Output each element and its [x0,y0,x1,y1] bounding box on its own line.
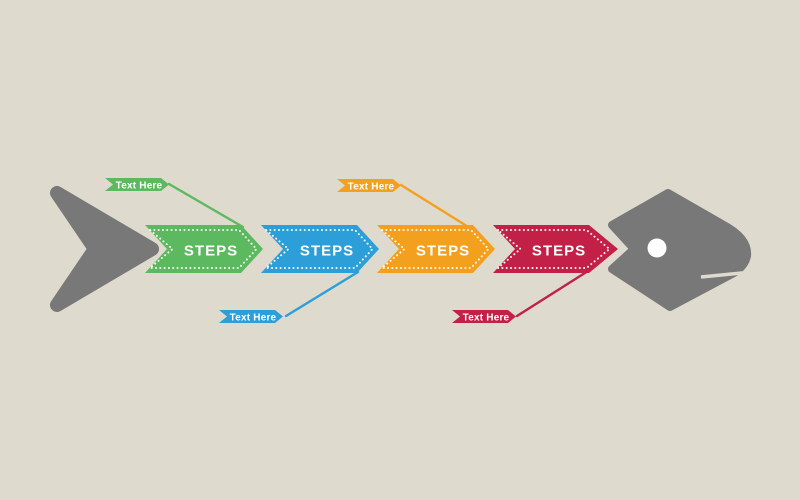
step-chevron-1-shape [145,225,263,273]
step-chevron-2-shape [261,225,379,273]
step-chevron-1: STEPS [145,225,263,273]
tag-step-1-ribbon [105,178,169,191]
tag-step-1-label: Text Here [116,180,163,191]
tag-step-2-ribbon [219,310,283,323]
step-chevron-2: STEPS [261,225,379,273]
connector-step-1 [167,182,245,229]
tag-step-4-ribbon [452,310,516,323]
connector-step-4 [515,269,590,318]
tag-step-4-label: Text Here [463,312,510,323]
step-label-1: STEPS [184,243,238,260]
tag-step-1: Text Here [105,178,169,191]
step-chevron-4-shape [493,225,618,273]
tag-step-3: Text Here [337,179,401,192]
fish-eye [647,238,667,258]
tag-step-3-label: Text Here [348,181,395,192]
connector-step-2 [284,270,360,318]
fish-head [608,189,753,311]
step-label-3: STEPS [416,243,470,260]
tag-step-4: Text Here [452,310,516,323]
fish-mouth-line [700,270,753,279]
tag-step-3-ribbon [337,179,401,192]
step-chevron-3: STEPS [377,225,495,273]
tag-connectors [167,182,590,318]
tag-step-2: Text Here [219,310,283,323]
connector-step-3 [399,183,472,230]
step-label-2: STEPS [300,243,354,260]
step-chevron-3-shape [377,225,495,273]
step-chevron-4-dotted-border [495,229,611,269]
fish-head-shape [608,189,752,311]
fish-tail [50,186,159,312]
step-chevron-4: STEPS [493,225,618,273]
step-label-4: STEPS [532,243,586,260]
tag-step-2-label: Text Here [230,312,277,323]
